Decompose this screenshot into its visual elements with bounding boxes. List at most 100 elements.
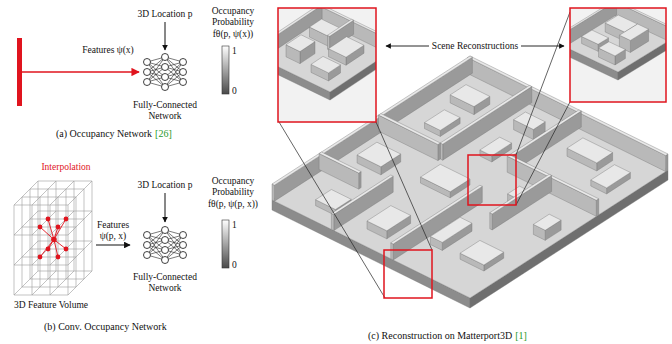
furniture-face bbox=[329, 37, 365, 58]
network-neuron bbox=[180, 59, 187, 66]
network-neuron bbox=[162, 247, 169, 254]
annotation-label: Scene Reconstructions bbox=[429, 41, 521, 52]
grid-line bbox=[14, 241, 38, 265]
annotation-label: Features ψ(x) bbox=[82, 45, 134, 56]
location-arrow bbox=[165, 22, 166, 50]
citation: [1] bbox=[515, 330, 527, 342]
furniture-face bbox=[533, 214, 561, 230]
annotation-label: 3D Location p bbox=[133, 9, 197, 20]
furniture-face bbox=[490, 174, 552, 214]
network-neuron bbox=[162, 74, 169, 81]
feature-arrow bbox=[96, 244, 130, 245]
network-neuron bbox=[180, 232, 187, 239]
zoom-line bbox=[376, 122, 432, 250]
furniture-face bbox=[450, 85, 490, 107]
zoom-line bbox=[516, 102, 570, 205]
grid-line bbox=[92, 181, 93, 271]
scale-value: 1 bbox=[232, 220, 244, 231]
node-title: Fully-Connected Network bbox=[131, 100, 199, 122]
grid-line bbox=[68, 211, 92, 235]
furniture-face bbox=[591, 165, 631, 188]
furniture-face bbox=[599, 42, 626, 56]
grid-line bbox=[30, 189, 31, 279]
zoom-source-box bbox=[468, 155, 516, 205]
grid-line bbox=[32, 181, 56, 205]
furniture-face bbox=[438, 143, 440, 161]
furniture-face bbox=[391, 243, 393, 260]
feature-point bbox=[64, 247, 69, 252]
feature-point bbox=[46, 217, 51, 222]
inset-border bbox=[278, 8, 376, 122]
inset-scene bbox=[278, 8, 376, 100]
network-neuron bbox=[162, 227, 169, 234]
furniture-face bbox=[425, 110, 461, 131]
grid-line bbox=[38, 181, 92, 182]
grid-line bbox=[50, 241, 74, 265]
grid-line bbox=[50, 181, 74, 205]
node-title: Occupancy Probability bbox=[201, 176, 265, 198]
annotation-label: 3D Location p bbox=[133, 180, 197, 191]
zoom-line bbox=[516, 12, 570, 155]
node-title: Occupancy Probability bbox=[201, 6, 265, 28]
furniture-face bbox=[367, 206, 411, 231]
grid-line bbox=[68, 241, 92, 265]
furniture-face bbox=[331, 175, 393, 215]
furniture-face bbox=[619, 24, 648, 40]
grid-line bbox=[32, 205, 33, 295]
grid-line bbox=[50, 271, 74, 295]
grid-line bbox=[68, 271, 92, 295]
grid-line bbox=[32, 271, 56, 295]
citation: [26] bbox=[155, 128, 172, 140]
furniture-face bbox=[286, 35, 315, 52]
inset-border bbox=[570, 8, 666, 102]
feature-volume bbox=[14, 181, 92, 295]
furniture-face bbox=[328, 19, 354, 36]
network-neuron bbox=[180, 79, 187, 86]
grid-line bbox=[14, 271, 38, 295]
grid-line bbox=[74, 181, 75, 271]
network-neuron bbox=[144, 79, 151, 86]
furniture-face bbox=[440, 85, 532, 144]
network-neuron bbox=[144, 232, 151, 239]
subfigure-caption: (b) Conv. Occupancy Network bbox=[44, 321, 167, 333]
subfigure-caption: (c) Reconstruction on Matterport3D bbox=[368, 330, 512, 342]
feature-point bbox=[38, 225, 43, 230]
furniture-face bbox=[311, 56, 341, 73]
formula-text: fθ(p, ψ(x)) bbox=[201, 29, 265, 40]
scale-value: 0 bbox=[232, 86, 244, 97]
feature-point bbox=[38, 255, 43, 260]
network-neuron bbox=[144, 242, 151, 249]
furniture-face bbox=[596, 199, 598, 217]
network-icon bbox=[144, 54, 187, 91]
network-neuron bbox=[162, 257, 169, 264]
furniture-face bbox=[430, 217, 472, 242]
probability-bar bbox=[222, 46, 229, 94]
feature-point bbox=[56, 255, 61, 260]
probability-node: Occupancy Probabilityfθ(p, ψ(x))10 bbox=[201, 6, 265, 99]
network-neuron bbox=[144, 69, 151, 76]
subfigure-caption: (a) Occupancy Network bbox=[56, 128, 152, 140]
grid-line bbox=[14, 295, 68, 296]
grid-line bbox=[84, 189, 85, 279]
annotation-label: Interpolation bbox=[36, 162, 96, 173]
network-neuron bbox=[162, 84, 169, 91]
zoom-source-box bbox=[384, 250, 432, 298]
furniture-face bbox=[319, 154, 359, 190]
furniture-face bbox=[272, 184, 274, 201]
furniture-face bbox=[421, 164, 471, 192]
furniture-face bbox=[319, 152, 361, 173]
furniture-face bbox=[331, 213, 333, 230]
interpolation-line bbox=[54, 219, 66, 240]
network-neuron bbox=[162, 64, 169, 71]
grid-line bbox=[40, 197, 41, 287]
feature-point bbox=[64, 217, 69, 222]
inset-scene bbox=[570, 8, 666, 80]
grid-line bbox=[14, 205, 15, 295]
grid-line bbox=[22, 197, 23, 287]
grid-line bbox=[76, 197, 77, 287]
furniture-face bbox=[440, 143, 442, 160]
network-node: Fully-Connected Network bbox=[131, 44, 199, 124]
furniture-face bbox=[582, 30, 609, 44]
feature-point bbox=[56, 225, 61, 230]
